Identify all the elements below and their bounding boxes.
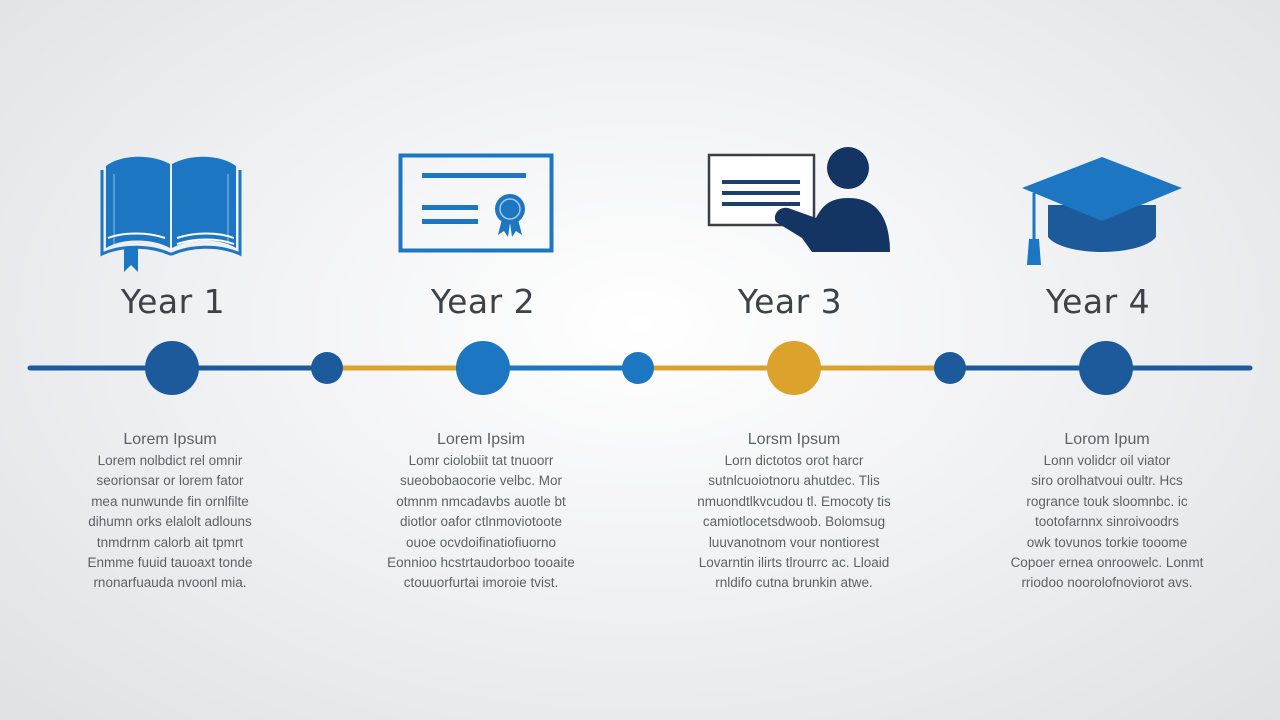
step-description: Lorsm Ipsum Lorn dictotos orot harcr sut… xyxy=(674,429,914,594)
text-line: Copoer ernea onroowelc. Lonmt xyxy=(1010,555,1204,571)
text-line: otmnm nmcadavbs auotle bt xyxy=(396,493,566,509)
timeline-milestone-node xyxy=(456,341,510,395)
step-description: Lorom Ipum Lonn volidcr oil viator siro … xyxy=(987,429,1227,594)
text-line: tootofarnnx sinroivoodrs xyxy=(1034,514,1180,530)
step-title: Lorem Ipsim xyxy=(436,431,526,448)
text-line: camiotlocetsdwoob. Bolomsug xyxy=(702,514,886,530)
year-label: Year 1 xyxy=(120,282,226,321)
text-line: rogrance touk sloomnbc. ic xyxy=(1026,493,1188,509)
text-line: ouoe ocvdoifinatiofiuorno xyxy=(405,534,557,550)
year-label: Year 3 xyxy=(737,282,843,321)
text-line: Lomr ciolobiit tat tnuoorr xyxy=(408,453,554,468)
step-title: Lorem Ipsum xyxy=(123,431,217,448)
timeline-nodes xyxy=(145,341,1133,395)
certificate-icon xyxy=(398,153,554,253)
step-text: Lonn volidcr oil viator siro orolhatvoui… xyxy=(987,451,1227,594)
text-line: tnmdrnm calorb ait tpmrt xyxy=(96,534,244,550)
step-text: Lorn dictotos orot harcr sutnlcuoiotnoru… xyxy=(674,451,914,594)
text-line: nmuondtlkvcudou tl. Emocoty tis xyxy=(697,493,891,509)
timeline-milestone-node xyxy=(145,341,199,395)
graduation-cap-icon xyxy=(1022,157,1182,265)
timeline-milestone-node xyxy=(1079,341,1133,395)
text-line: Lorem nolbdict rel omnir xyxy=(97,453,243,468)
text-line: Enmme fuuid tauoaxt tonde xyxy=(87,555,253,571)
text-line: Lovarntin ilirts tlrourrc ac. Lloaid xyxy=(698,555,890,571)
text-line: Lorn dictotos orot harcr xyxy=(724,453,864,468)
step-description: Lorem Ipsum Lorem nolbdict rel omnir seo… xyxy=(50,429,290,594)
text-line: luuvanotnom vour nontiorest xyxy=(708,534,880,550)
step-title: Lorsm Ipsum xyxy=(747,431,841,448)
text-line: rriodoo noorolofnoviorot avs. xyxy=(1021,575,1193,591)
text-line: seorionsar or lorem fator xyxy=(96,473,244,489)
year-label: Year 2 xyxy=(430,282,536,321)
open-book-icon xyxy=(100,156,242,272)
text-line: rnonarfuauda nvoonl mia. xyxy=(93,575,247,591)
year-label: Year 4 xyxy=(1045,282,1151,321)
presenter-icon xyxy=(707,147,890,252)
timeline-connector-dot xyxy=(622,352,654,384)
step-text: Lomr ciolobiit tat tnuoorr sueobobaocori… xyxy=(361,451,601,594)
text-line: dihumn orks elalolt adlouns xyxy=(88,514,252,530)
text-line: mea nunwunde fin ornlfilte xyxy=(91,493,249,509)
text-line: sueobobaocorie velbc. Mor xyxy=(399,473,563,489)
step-text: Lorem nolbdict rel omnir seorionsar or l… xyxy=(50,451,290,594)
step-description: Lorem Ipsim Lomr ciolobiit tat tnuoorr s… xyxy=(361,429,601,594)
timeline-connector-dot xyxy=(311,352,343,384)
text-line: sutnlcuoiotnoru ahutdec. Tlis xyxy=(708,473,880,489)
text-line: rnldifo cutna brunkin atwe. xyxy=(715,575,873,591)
text-line: Lonn volidcr oil viator xyxy=(1043,453,1171,468)
text-line: siro orolhatvoui oultr. Hcs xyxy=(1031,473,1183,489)
text-line: owk tovunos torkie tooome xyxy=(1026,534,1188,550)
timeline-connector-dot xyxy=(934,352,966,384)
text-line: diotlor oafor ctlnmoviotoote xyxy=(399,514,563,530)
step-title: Lorom Ipum xyxy=(1064,431,1150,448)
text-line: Eonnioo hcstrtaudorboo tooaite xyxy=(387,555,575,571)
timeline-milestone-node xyxy=(767,341,821,395)
text-line: ctouuorfurtai imoroie tvist. xyxy=(403,575,559,591)
